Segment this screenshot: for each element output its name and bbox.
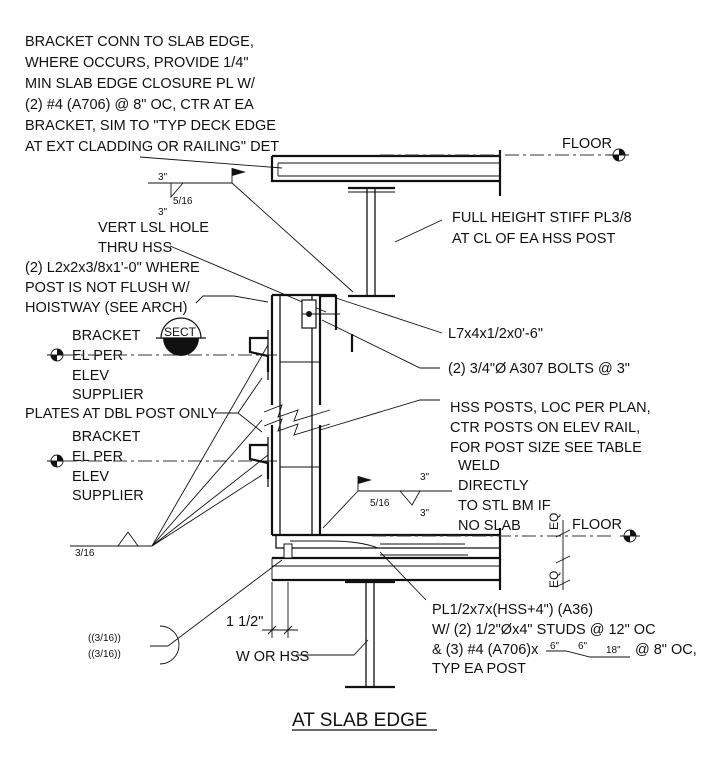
leader-line [296, 639, 369, 656]
bracket-el-note-1: BRACKET EL PER ELEV SUPPLIER [72, 328, 144, 403]
dimension-label: 1 1/2" [226, 614, 263, 630]
leader-line [139, 156, 283, 169]
note-line: AT CL OF EA HSS POST [452, 231, 615, 247]
l2x2-note: (2) L2x2x3/8x1'-0" WHERE POST IS NOT FLU… [25, 260, 200, 316]
note-line: & (3) #4 (A706)x [432, 642, 539, 658]
note-line: BRACKET, SIM TO "TYP DECK EDGE [25, 118, 276, 134]
eq-dimensions: EQ EQ [547, 513, 571, 590]
weld-length: 3" [158, 172, 168, 183]
leader-line [394, 219, 443, 243]
note-line: THRU HSS [98, 240, 172, 256]
floor-label: FLOOR [562, 136, 612, 152]
note-line: ELEV [72, 469, 109, 485]
bracket-el-note-2: BRACKET EL PER ELEV SUPPLIER [72, 429, 144, 504]
leader-line [169, 245, 327, 313]
hss-post [263, 293, 336, 535]
note-line: WHERE OCCURS, PROVIDE 1/4" [25, 55, 249, 71]
weld-symbol-316-bracketed: ((3/16)) ((3/16)) [88, 559, 283, 665]
plate-note: PL1/2x7x(HSS+4") (A36) W/ (2) 1/2"Øx4" S… [432, 602, 697, 677]
hss-posts-note: HSS POSTS, LOC PER PLAN, CTR POSTS ON EL… [450, 400, 651, 456]
weld-symbol-316: 3/16 [70, 344, 269, 559]
leader-line [379, 551, 427, 601]
lower-slab: FLOOR [271, 517, 622, 590]
note-line: W/ (2) 1/2"Øx4" STUDS @ 12" OC [432, 622, 656, 638]
rebar-dim: 18" [606, 645, 621, 656]
note-line: FULL HEIGHT STIFF PL3/8 [452, 210, 632, 226]
note-line: (2) L2x2x3/8x1'-0" WHERE [25, 260, 200, 276]
w-or-hss-label: W OR HSS [236, 649, 309, 665]
upper-steel-beam [348, 186, 395, 298]
dimension-1-half: 1 1/2" [226, 582, 298, 638]
note-line: TO STL BM IF [458, 498, 551, 514]
floor-label: FLOOR [572, 517, 622, 533]
note-line: SUPPLIER [72, 488, 144, 504]
note-line: CTR POSTS ON ELEV RAIL, [450, 420, 640, 436]
note-line: TYP EA POST [432, 661, 526, 677]
upper-slab: FLOOR [270, 136, 629, 196]
weld-size: 3/16 [75, 548, 95, 559]
weld-size: 5/16 [370, 498, 390, 509]
leader-line [321, 319, 440, 369]
eq-label: EQ [547, 571, 561, 588]
weld-symbol-top: 3" 5/16 3" [148, 168, 354, 293]
full-height-stiff-note: FULL HEIGHT STIFF PL3/8 AT CL OF EA HSS … [452, 210, 632, 247]
note-line: NO SLAB [458, 518, 521, 534]
note-line: SUPPLIER [72, 387, 144, 403]
note-line: @ 8" OC, [635, 642, 697, 658]
l7x4-angle [301, 294, 340, 330]
rebar-shape-dims: 6" 6" 18" [546, 641, 630, 658]
note-line: BRACKET CONN TO SLAB EDGE, [25, 34, 254, 50]
note-line: BRACKET [72, 328, 141, 344]
note-line: FOR POST SIZE SEE TABLE [450, 440, 642, 456]
note-line: WELD [458, 458, 500, 474]
note-line: EL PER [72, 449, 123, 465]
weld-length: 3" [158, 207, 168, 218]
note-line: POST IS NOT FLUSH W/ [25, 280, 191, 296]
note-line: HSS POSTS, LOC PER PLAN, [450, 400, 651, 416]
rebar-dim: 6" [550, 641, 560, 652]
l7x4-label: L7x4x1/2x0'-6" [448, 326, 543, 342]
note-line: PL1/2x7x(HSS+4") (A36) [432, 602, 593, 618]
floor-target-icon [620, 529, 640, 543]
bracket-conn-note: BRACKET CONN TO SLAB EDGE, WHERE OCCURS,… [25, 34, 279, 155]
bolts-label: (2) 3/4"Ø A307 BOLTS @ 3" [448, 361, 630, 377]
weld-directly-note: WELD DIRECTLY TO STL BM IF NO SLAB [458, 458, 551, 534]
note-line: MIN SLAB EDGE CLOSURE PL W/ [25, 76, 256, 92]
weld-length: 3" [420, 508, 430, 519]
note-line: VERT LSL HOLE [98, 220, 209, 236]
note-line: BRACKET [72, 429, 141, 445]
section-cut-tag: SECT [156, 317, 206, 356]
section-tag-label: SECT [164, 325, 197, 339]
eq-label: EQ [547, 513, 561, 530]
leader-line [195, 295, 269, 304]
weld-size: ((3/16)) [88, 649, 121, 660]
note-line: AT EXT CLADDING OR RAILING" DET [25, 139, 279, 155]
leader-line [335, 297, 443, 334]
vert-lsl-note: VERT LSL HOLE THRU HSS [98, 220, 209, 256]
detail-title: AT SLAB EDGE [292, 710, 428, 731]
weld-size: 5/16 [173, 196, 193, 207]
weld-length: 3" [420, 472, 430, 483]
note-line: HOISTWAY (SEE ARCH) [25, 300, 187, 316]
weld-symbol-mid: 3" 5/16 3" [322, 472, 452, 529]
note-line: ELEV [72, 368, 109, 384]
note-line: DIRECTLY [458, 478, 529, 494]
rebar-dim: 6" [578, 641, 588, 652]
floor-target-icon [609, 148, 629, 162]
elevator-bracket-upper [248, 330, 270, 380]
leader-line [319, 399, 440, 431]
slab-edge-outline [270, 156, 500, 183]
leader-line [237, 412, 263, 433]
lower-steel-beam [345, 580, 395, 689]
plates-dbl-post-note: PLATES AT DBL POST ONLY [25, 406, 218, 422]
note-line: (2) #4 (A706) @ 8" OC, CTR AT EA [25, 97, 254, 113]
elevator-bracket-lower [248, 437, 270, 487]
note-line: EL PER [72, 348, 123, 364]
weld-size: ((3/16)) [88, 633, 121, 644]
